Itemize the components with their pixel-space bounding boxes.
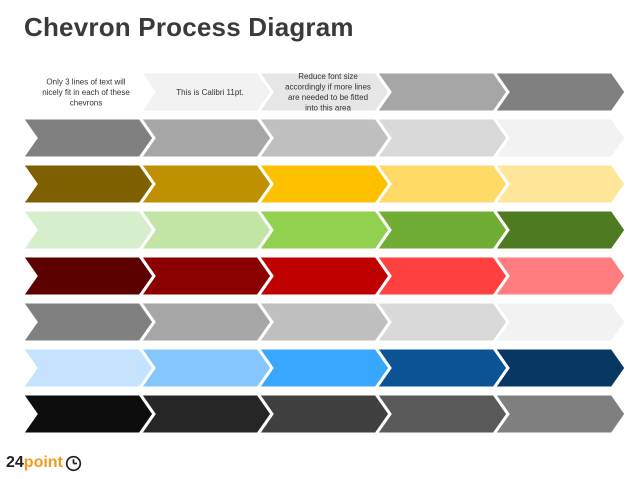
chevron-r3-c2 [137, 162, 274, 206]
chevron-r7-c2 [137, 346, 274, 390]
chevron-r6-c3 [255, 300, 392, 344]
chevron-r5-c2 [137, 254, 274, 298]
chevron-text-r1-c3-line1: Reduce font size [298, 72, 358, 81]
chevron-r4-c3 [255, 208, 392, 252]
chevron-text-r1-c1-line2: nicely fit in each of these [42, 88, 130, 97]
chevron-r6-c4 [373, 300, 510, 344]
chevron-row-3 [19, 162, 628, 206]
chevron-r1-c5 [491, 70, 628, 114]
page-title: Chevron Process Diagram [24, 12, 354, 42]
chevron-r7-c5 [491, 346, 628, 390]
chevron-row-7 [19, 346, 628, 390]
chevron-row-4 [19, 208, 628, 252]
chevron-r5-c3 [255, 254, 392, 298]
chevron-r6-c2 [137, 300, 274, 344]
brand-logo: 24 point [6, 452, 82, 474]
chevron-text-r1-c1-line3: chevrons [70, 98, 102, 107]
chevron-r4-c5 [491, 208, 628, 252]
clock-icon [65, 455, 82, 471]
chevron-text-r1-c3-line4: into this area [305, 104, 351, 113]
chevron-text-r1-c3-line2: accordingly if more lines [285, 83, 371, 92]
chevron-r4-c4 [373, 208, 510, 252]
chevron-r1-c4 [373, 70, 510, 114]
chevron-r8-c4 [373, 392, 510, 436]
logo-number: 24 [6, 454, 24, 471]
chevron-r8-c5 [491, 392, 628, 436]
chevron-r5-c4 [373, 254, 510, 298]
chevron-r3-c4 [373, 162, 510, 206]
chevron-row-1 [19, 70, 628, 114]
chevron-r8-c1 [19, 392, 156, 436]
chevron-text-r1-c3-line3: are needed to be fitted [288, 93, 368, 102]
chevron-r5-c1 [19, 254, 156, 298]
chevron-row-6 [19, 300, 628, 344]
chevron-row-5 [19, 254, 628, 298]
chevron-text-r1-c1-line1: Only 3 lines of text will [46, 77, 125, 86]
logo-word: point [23, 454, 63, 471]
chevron-text-r1-c2-line1: This is Calibri 11pt. [176, 88, 243, 97]
chevron-r4-c1 [19, 208, 156, 252]
chevron-r2-c5 [491, 116, 628, 160]
chevron-r2-c4 [373, 116, 510, 160]
chevron-r5-c5 [491, 254, 628, 298]
chevron-r4-c2 [137, 208, 274, 252]
chevron-r8-c2 [137, 392, 274, 436]
chevron-r8-c3 [255, 392, 392, 436]
chevron-r6-c5 [491, 300, 628, 344]
chevron-r7-c1 [19, 346, 156, 390]
chevron-row-8 [19, 392, 628, 436]
chevron-r3-c1 [19, 162, 156, 206]
chevron-r2-c3 [255, 116, 392, 160]
chevron-r2-c2 [137, 116, 274, 160]
chevron-r7-c3 [255, 346, 392, 390]
chevron-r3-c5 [491, 162, 628, 206]
chevron-r3-c3 [255, 162, 392, 206]
chevron-r2-c1 [19, 116, 156, 160]
chevron-row-2 [19, 116, 628, 160]
chevron-r7-c4 [373, 346, 510, 390]
chevron-r6-c1 [19, 300, 156, 344]
